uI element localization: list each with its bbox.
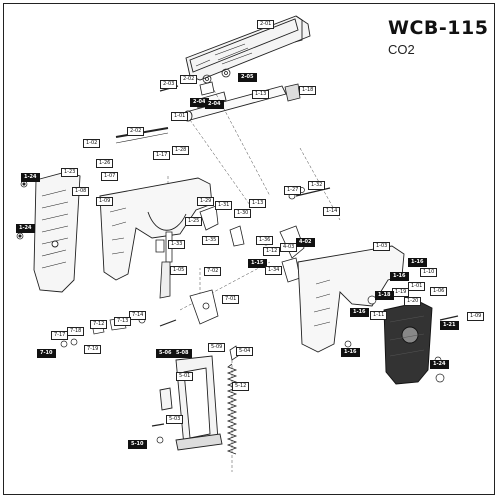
callout-label: 4-03 [280,243,298,252]
pistol-frame [99,177,213,281]
callout-label: 1-16 [350,308,369,317]
callout-label: 1-10 [420,268,438,277]
right-grip-panel [383,301,433,385]
magazine-spring [226,363,238,455]
callout-label: 1-09 [467,312,485,321]
callout-label: 5-03 [166,415,184,424]
callout-label: 1-16 [390,272,409,281]
callout-label: 5-08 [173,349,192,358]
callout-label: 5-09 [208,343,226,352]
callout-label: 1-12 [263,247,281,256]
callout-label: 7-13 [114,317,132,326]
callout-label: 1-13 [252,90,270,99]
callout-label: 1-24 [16,224,35,233]
callout-label: 1-27 [284,186,302,195]
magazine [159,355,223,451]
callout-label: 1-36 [256,236,274,245]
callout-label: 2-03 [160,80,178,89]
callout-label: 2-04 [205,100,224,109]
callout-label: 1-19 [392,288,410,297]
callout-label: 1-11 [370,311,388,320]
callout-label: 5-12 [232,382,250,391]
callout-label: 7-19 [84,345,102,354]
callout-label: 1-23 [61,168,79,177]
callout-label: 1-18 [299,86,317,95]
trigger-parts [155,187,331,299]
callout-label: 1-14 [323,207,341,216]
callout-label: 1-29 [197,197,215,206]
model-title: WCB-115 [388,17,489,39]
callout-label: 1-15 [248,259,267,268]
callout-label: 7-12 [90,320,108,329]
callout-label: 1-01 [171,112,189,121]
hammer-assembly [189,225,305,325]
callout-label: 1-33 [168,240,186,249]
callout-label: 1-26 [96,159,114,168]
callout-label: 2-02 [180,75,198,84]
callout-label: 5-06 [156,349,175,358]
callout-label: 1-03 [373,242,391,251]
callout-label: 5-01 [176,372,194,381]
callout-label: 7-17 [51,331,69,340]
callout-label: 2-02 [127,127,145,136]
callout-label: 5-04 [236,347,254,356]
callout-label: 1-17 [153,151,171,160]
callout-label: 1-34 [265,266,283,275]
callout-label: 2-01 [257,20,275,29]
callout-label: 4-02 [296,238,315,247]
callout-label: 2-05 [238,73,257,82]
right-frame [297,245,405,353]
callout-label: 1-08 [72,187,90,196]
callout-label: 1-02 [83,139,101,148]
callout-label: 1-28 [172,146,190,155]
callout-label: 1-24 [21,173,40,182]
callout-label: 5-10 [128,440,147,449]
callout-label: 1-16 [408,258,427,267]
callout-label: 1-18 [375,291,394,300]
callout-label: 7-18 [67,327,85,336]
callout-label: 7-14 [129,311,147,320]
callout-label: 1-30 [234,209,252,218]
callout-label: 1-16 [341,348,360,357]
model-subtitle: CO2 [388,42,415,57]
callout-label: 1-09 [96,197,114,206]
callout-label: 1-01 [408,282,426,291]
callout-label: 1-21 [440,321,459,330]
callout-label: 1-32 [308,181,326,190]
callout-label: 7-10 [37,349,56,358]
slide-assembly [185,15,311,81]
callout-label: 1-05 [170,266,188,275]
callout-label: 1-20 [404,297,422,306]
callout-label: 1-24 [430,360,449,369]
callout-label: 1-13 [249,199,267,208]
callout-label: 7-01 [222,295,240,304]
callout-label: 1-31 [215,201,233,210]
callout-label: 1-06 [430,287,448,296]
callout-label: 1-25 [185,217,203,226]
diagram-frame [3,3,495,495]
callout-label: 1-35 [202,236,220,245]
callout-label: 7-02 [204,267,222,276]
callout-label: 1-07 [101,172,119,181]
